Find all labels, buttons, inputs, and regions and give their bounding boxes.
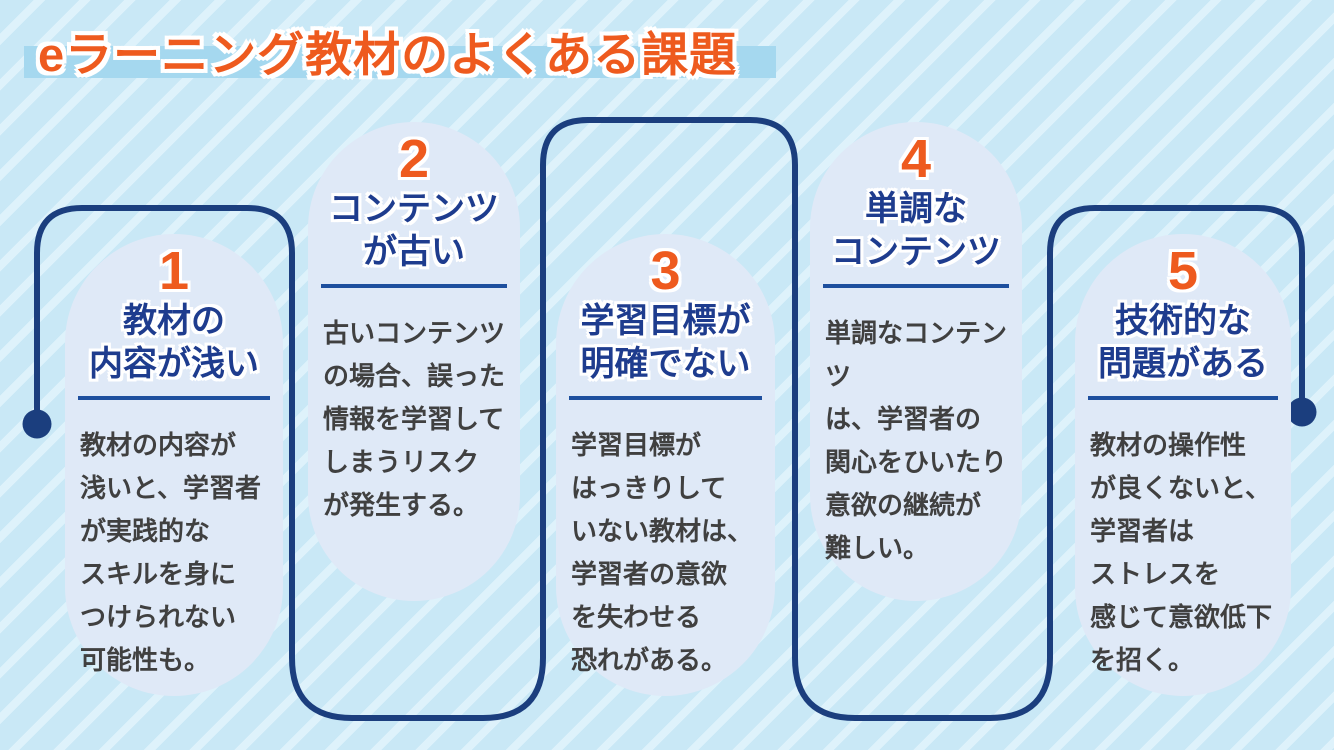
card-3-body: 学習目標が はっきりして いない教材は、 学習者の意欲 を失わせる 恐れがある。 <box>571 430 754 675</box>
title-highlight <box>24 46 776 78</box>
page-title: eラーニング教材のよくある課題 <box>38 28 738 81</box>
card-5-number: 5 <box>1167 241 1199 301</box>
card-1-divider <box>78 396 270 400</box>
card-4-number: 4 <box>900 129 932 189</box>
card-3-number: 3 <box>650 241 681 301</box>
card-1-heading: 教材の 内容が浅い <box>89 302 259 383</box>
card-5-body: 教材の操作性 が良くないと、 学習者は ストレスを 感じて意欲低下 を招く。 <box>1090 430 1273 675</box>
card-3-divider <box>569 396 762 400</box>
connector-line <box>34 117 1305 721</box>
card-5: 5 技術的な 問題がある 教材の操作性 が良くないと、 学習者は ストレスを 感… <box>1075 234 1291 696</box>
card-4-divider <box>823 284 1009 288</box>
card-1-number: 1 <box>158 241 190 301</box>
card-1-body: 教材の内容が 浅いと、学習者 が実践的な スキルを身に つけられない 可能性も。 <box>80 430 261 675</box>
card-2-divider <box>321 284 507 288</box>
card-5-heading: 技術的な 問題がある <box>1098 302 1268 383</box>
end-dot <box>1287 397 1317 427</box>
card-2-number: 2 <box>398 129 430 189</box>
card-3-heading: 学習目標が 明確でない <box>580 302 751 383</box>
card-5-divider <box>1088 396 1278 400</box>
card-4: 4 単調な コンテンツ 単調なコンテンツ は、学習者の 関心をひいたり 意欲の継… <box>810 122 1022 601</box>
card-2: 2 コンテンツ が古い 古いコンテンツ の場合、誤った 情報を学習して しまうリ… <box>308 122 520 601</box>
card-4-body: 単調なコンテンツ は、学習者の 関心をひいたり 意欲の継続が 難しい。 <box>825 318 1008 563</box>
card-1: 1 教材の 内容が浅い 教材の内容が 浅いと、学習者 が実践的な スキルを身に … <box>65 234 283 696</box>
card-2-heading: コンテンツ が古い <box>329 190 499 271</box>
start-dot <box>22 409 52 439</box>
card-4-heading: 単調な コンテンツ <box>831 190 1001 271</box>
card-3: 3 学習目標が 明確でない 学習目標が はっきりして いない教材は、 学習者の意… <box>556 234 775 696</box>
card-2-body: 古いコンテンツ の場合、誤った 情報を学習して しまうリスク が発生する。 <box>323 318 506 520</box>
